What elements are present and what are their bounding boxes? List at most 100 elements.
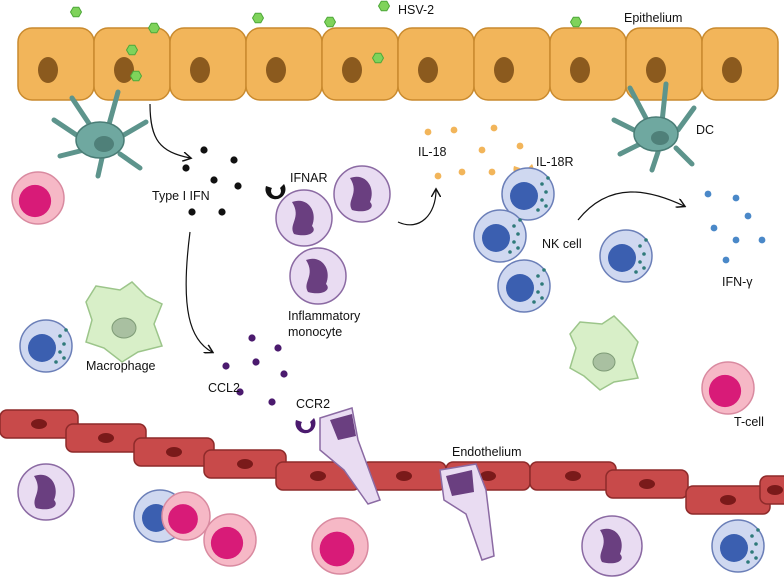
il18-molecule xyxy=(424,128,432,136)
epithelial-cell xyxy=(397,27,475,101)
il18-molecule xyxy=(488,168,496,176)
nk-cell xyxy=(473,209,527,263)
ifn-gamma-molecule xyxy=(704,190,712,198)
ccl2-label: CCL2 xyxy=(208,381,240,395)
monocyte-cell xyxy=(289,247,347,305)
monocyte-cell xyxy=(275,189,333,247)
epithelial-cell xyxy=(93,27,171,101)
type-i-ifn-label: Type I IFN xyxy=(152,189,210,203)
endothelial-cell xyxy=(685,485,771,515)
endothelial-cell xyxy=(605,469,689,499)
il18-molecule xyxy=(450,126,458,134)
il18-molecule xyxy=(478,146,486,154)
arrow-epithelium-to-ifn xyxy=(149,103,190,158)
ccl2-molecule xyxy=(274,344,282,352)
type-i-ifn-molecules xyxy=(182,146,242,216)
arrow-nk-to-ifng xyxy=(577,191,684,221)
ifn-molecule xyxy=(200,146,208,154)
epithelial-cell xyxy=(321,27,399,101)
hsv2-virus-icon xyxy=(569,16,583,28)
nk-cell xyxy=(497,259,551,313)
t-cell xyxy=(11,171,65,225)
macrophage-right xyxy=(569,315,639,391)
t-cell xyxy=(161,491,211,541)
ccl2-molecule xyxy=(236,388,244,396)
hsv2-virus-icon xyxy=(125,44,139,56)
ifn-molecule xyxy=(210,176,218,184)
ccr2-label: CCR2 xyxy=(296,397,330,411)
il-18-molecules xyxy=(424,124,524,180)
epithelial-cell xyxy=(169,27,247,101)
ifn-molecule xyxy=(230,156,238,164)
dendritic-cell-right xyxy=(611,81,697,173)
nk-cell xyxy=(19,319,73,373)
ccr2-receptor-icon xyxy=(295,418,316,434)
ifn-gamma-molecule xyxy=(710,224,718,232)
ifn-gamma-molecule xyxy=(722,256,730,264)
hsv2-virus-icon xyxy=(69,6,83,18)
hsv2-virus-particles xyxy=(69,0,583,82)
nk-cell-label: NK cell xyxy=(542,237,582,251)
hsv2-virus-icon xyxy=(129,70,143,82)
t-cells xyxy=(11,171,755,575)
hsv2-virus-icon xyxy=(323,16,337,28)
ccl2-molecule xyxy=(268,398,276,406)
t-cell xyxy=(311,517,369,575)
epithelial-cell xyxy=(473,27,551,101)
epithelium-layer xyxy=(17,27,779,101)
endothelial-cell xyxy=(759,475,784,505)
ifn-gamma-molecule xyxy=(744,212,752,220)
ccl2-molecule xyxy=(248,334,256,342)
il18-molecule xyxy=(490,124,498,132)
il18-molecule xyxy=(516,142,524,150)
epithelial-cell xyxy=(17,27,95,101)
il-18r-label: IL-18R xyxy=(536,155,574,169)
endothelial-cell xyxy=(133,437,215,467)
hsv2-virus-icon xyxy=(251,12,265,24)
inflammatory-monocytes xyxy=(17,165,643,577)
endothelium-layer xyxy=(0,409,784,515)
nk-cell xyxy=(501,167,555,221)
ifn-gamma-molecules xyxy=(704,190,766,264)
inflammatory-monocyte-label: Inflammatory monocyte xyxy=(288,309,364,339)
ifn-gamma-label: IFN-γ xyxy=(722,275,753,289)
epithelial-cell xyxy=(245,27,323,101)
t-cell-label: T-cell xyxy=(734,415,764,429)
macrophage-label: Macrophage xyxy=(86,359,156,373)
ccl2-molecule xyxy=(222,362,230,370)
monocyte-cell xyxy=(17,463,75,521)
transmigrating-monocyte-2 xyxy=(439,463,495,561)
ifnar-receptor-icon xyxy=(265,184,286,200)
arrow-monocyte-to-il18 xyxy=(397,190,436,226)
epithelium-label: Epithelium xyxy=(624,11,682,25)
hsv2-label: HSV-2 xyxy=(398,3,434,17)
ifn-molecule xyxy=(182,164,190,172)
nk-cell xyxy=(711,519,765,573)
endothelium-label: Endothelium xyxy=(452,445,522,459)
t-cell xyxy=(701,361,755,415)
il-18-label: IL-18 xyxy=(418,145,447,159)
epithelial-cell xyxy=(701,27,779,101)
ccl2-molecule xyxy=(280,370,288,378)
ccl2-molecules xyxy=(222,334,288,406)
ifn-gamma-molecule xyxy=(732,194,740,202)
arrow-ifn-to-ccl2 xyxy=(185,231,212,352)
endothelial-cell xyxy=(529,461,617,491)
hsv2-virus-icon xyxy=(371,52,385,64)
il18-molecule xyxy=(458,168,466,176)
ifnar-label: IFNAR xyxy=(290,171,328,185)
ifn-molecule xyxy=(188,208,196,216)
macrophage-left xyxy=(85,281,163,363)
ccl2-molecule xyxy=(252,358,260,366)
transmigrating-monocyte-1 xyxy=(319,407,381,505)
monocyte-cell xyxy=(333,165,391,223)
epithelial-cell xyxy=(549,27,627,101)
hsv2-virus-icon xyxy=(377,0,391,12)
monocyte-cell xyxy=(581,515,643,577)
ifn-molecule xyxy=(218,208,226,216)
dendritic-cell-left xyxy=(51,89,149,179)
dc-label: DC xyxy=(696,123,714,137)
ifn-molecule xyxy=(234,182,242,190)
t-cell xyxy=(203,513,257,567)
